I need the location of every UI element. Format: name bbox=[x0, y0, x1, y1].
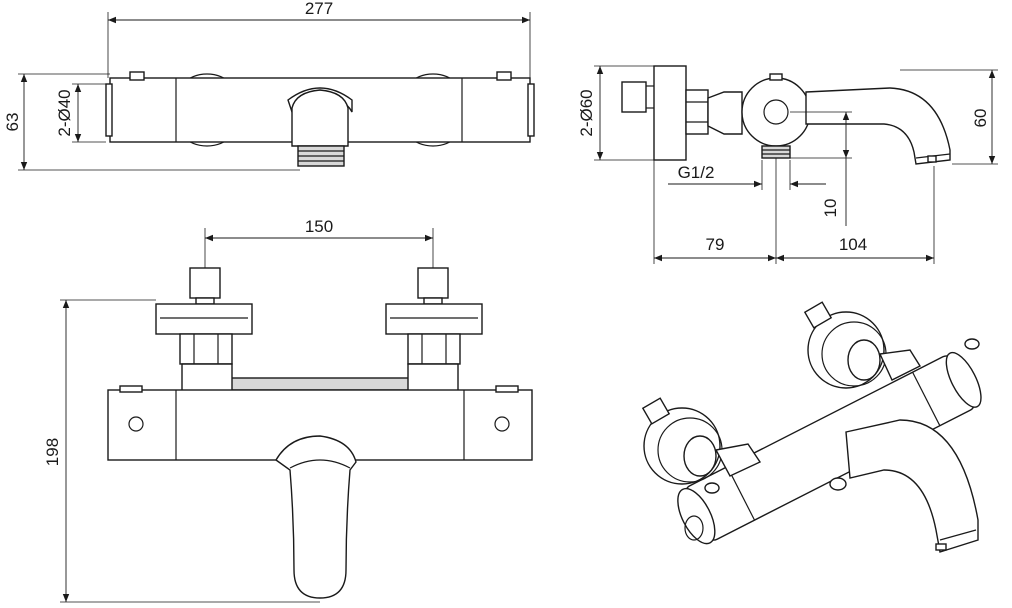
iso-divider bbox=[912, 371, 941, 426]
side-view: 2-Ø60 60 10 G1/2 79 104 bbox=[577, 65, 998, 264]
dim-label-63: 63 bbox=[3, 113, 22, 132]
front-view: 150 198 bbox=[43, 217, 533, 603]
iso-left-nut bbox=[683, 435, 717, 477]
iso-right-nut bbox=[847, 339, 881, 381]
left-rosette bbox=[155, 303, 253, 335]
outlet-thread bbox=[761, 145, 791, 159]
left-inlet-neck bbox=[195, 297, 215, 305]
isometric-view bbox=[641, 301, 982, 553]
top-knob bbox=[496, 71, 512, 81]
left-screw-hole bbox=[128, 416, 144, 432]
right-inlet-stub bbox=[417, 267, 449, 299]
dim-label-d40: 2-Ø40 bbox=[55, 89, 74, 136]
top-knob-side bbox=[769, 73, 783, 81]
front-knob bbox=[495, 385, 519, 393]
front-knob bbox=[119, 385, 143, 393]
dim-label-277: 277 bbox=[305, 0, 333, 18]
hex-nut bbox=[685, 89, 709, 135]
connecting-bar bbox=[229, 377, 415, 391]
dim-label-198: 198 bbox=[43, 438, 62, 466]
body-inner-circle bbox=[763, 99, 789, 125]
left-inlet-stub bbox=[189, 267, 221, 299]
right-rosette bbox=[385, 303, 483, 335]
left-hex-nut bbox=[179, 333, 233, 365]
iso-right-cone bbox=[878, 349, 922, 381]
iso-left-stub bbox=[641, 397, 671, 425]
spout-side bbox=[805, 87, 951, 165]
spout-edge bbox=[289, 459, 351, 469]
top-knob bbox=[129, 71, 145, 81]
dim-label-79: 79 bbox=[706, 235, 725, 254]
iso-right-stub bbox=[803, 301, 833, 329]
iso-outlet-knob bbox=[829, 477, 847, 491]
end-cap bbox=[527, 83, 535, 137]
end-cap bbox=[105, 83, 113, 137]
iso-spout-tip-line bbox=[939, 529, 977, 541]
dim-label-d60: 2-Ø60 bbox=[577, 89, 596, 136]
right-screw-hole bbox=[494, 416, 510, 432]
iso-screw-hole bbox=[684, 515, 704, 541]
dim-label-10: 10 bbox=[821, 199, 840, 218]
connector bbox=[707, 91, 743, 135]
iso-spout-slot bbox=[935, 543, 947, 551]
iso-left-cone bbox=[714, 443, 762, 477]
front-spout bbox=[275, 435, 357, 599]
dim-label-150: 150 bbox=[305, 217, 333, 236]
right-hex-nut bbox=[407, 333, 461, 365]
inlet-stub bbox=[621, 81, 647, 113]
iso-knob bbox=[964, 338, 980, 350]
spout-outlet-body bbox=[291, 89, 349, 147]
iso-knob bbox=[704, 482, 720, 494]
iso-body-end bbox=[945, 351, 982, 408]
top-view: 277 63 2-Ø40 bbox=[3, 0, 535, 171]
right-inlet-neck bbox=[423, 297, 443, 305]
spout-tip-slot bbox=[927, 155, 937, 163]
dim-label-g12: G1/2 bbox=[678, 163, 715, 182]
wall-rosette bbox=[653, 65, 687, 161]
dim-label-104: 104 bbox=[839, 235, 867, 254]
iso-spout bbox=[845, 419, 979, 553]
dim-label-60: 60 bbox=[971, 109, 990, 128]
